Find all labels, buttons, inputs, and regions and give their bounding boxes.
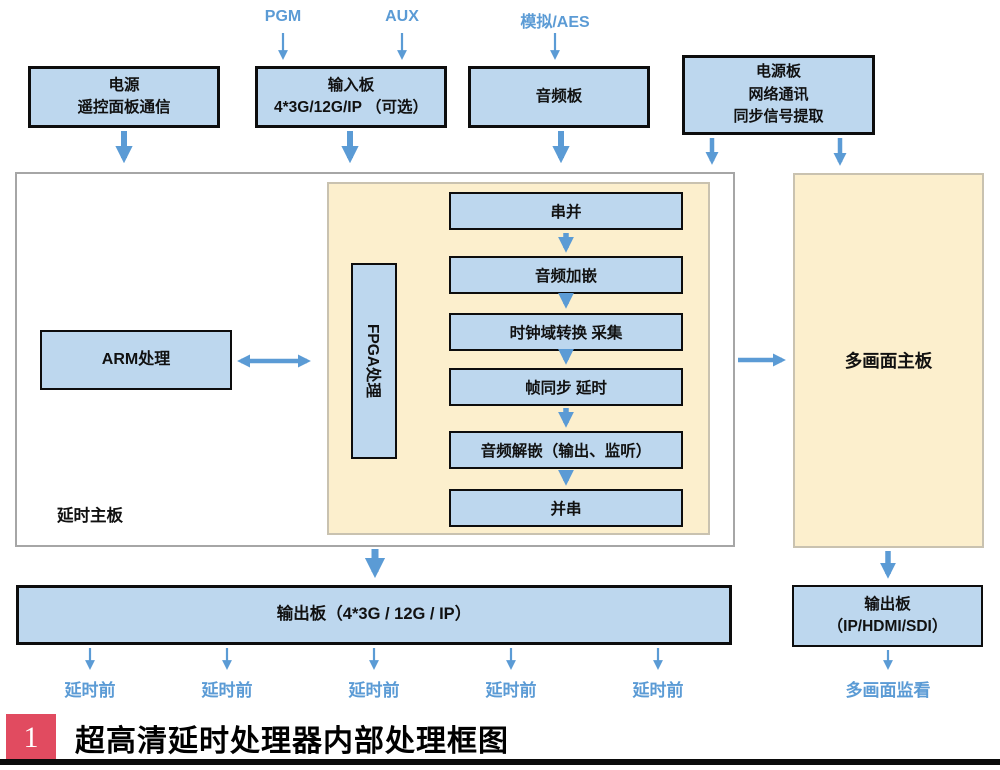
pre-delay-label-5: 延时前 bbox=[632, 681, 684, 700]
chain-frame-sync-delay-box: 帧同步 延时 bbox=[449, 368, 683, 406]
power-network-board-box: 电源板 网络通讯 同步信号提取 bbox=[682, 55, 875, 135]
pre-delay-label-2: 延时前 bbox=[201, 681, 253, 700]
analog-aes-input-label: 模拟/AES bbox=[520, 14, 590, 31]
chain-audio-deembed-box: 音频解嵌（输出、监听） bbox=[449, 431, 683, 469]
chain-parallel-to-serial-box: 并串 bbox=[449, 489, 683, 527]
multiview-mainboard-box: 多画面主板 bbox=[793, 173, 984, 548]
multiview-output-line2: （IP/HDMI/SDI） bbox=[827, 618, 948, 635]
delay-mainboard-label: 延时主板 bbox=[57, 507, 123, 525]
multiview-mainboard-label: 多画面主板 bbox=[844, 351, 933, 371]
power-network-line2: 网络通讯 bbox=[748, 85, 809, 103]
output-board-box: 输出板（4*3G / 12G / IP） bbox=[16, 585, 732, 645]
figure-caption-text: 超高清延时处理器内部处理框图 bbox=[75, 725, 509, 758]
audio-board-label: 音频板 bbox=[535, 88, 583, 105]
chain-step-label: 音频解嵌（输出、监听） bbox=[480, 443, 652, 460]
audio-board-box: 音频板 bbox=[468, 66, 650, 128]
figure-caption: 超高清延时处理器内部处理框图 bbox=[75, 714, 509, 762]
multiview-monitor-label: 多画面监看 bbox=[845, 681, 931, 700]
chain-step-label: 帧同步 延时 bbox=[525, 380, 607, 397]
multiview-output-line1: 输出板 bbox=[864, 596, 911, 613]
chain-step-label: 串并 bbox=[550, 204, 582, 221]
input-board-box: 输入板 4*3G/12G/IP （可选） bbox=[255, 66, 447, 128]
arm-processing-label: ARM处理 bbox=[101, 350, 171, 368]
pre-delay-label-3: 延时前 bbox=[348, 681, 400, 700]
output-board-label: 输出板（4*3G / 12G / IP） bbox=[276, 605, 472, 624]
fpga-label: FPGA处理 bbox=[364, 323, 381, 399]
pre-delay-label-1: 延时前 bbox=[64, 681, 116, 700]
power-network-line1: 电源板 bbox=[755, 63, 801, 81]
power-remote-line1: 电源 bbox=[108, 77, 140, 94]
fpga-box: FPGA处理 bbox=[351, 263, 397, 459]
power-network-line3: 同步信号提取 bbox=[733, 108, 824, 126]
input-board-line1: 输入板 bbox=[327, 77, 375, 94]
multiview-output-board-box: 输出板 （IP/HDMI/SDI） bbox=[792, 585, 983, 647]
pre-delay-label-4: 延时前 bbox=[485, 681, 537, 700]
pgm-input-label: PGM bbox=[264, 8, 302, 25]
power-remote-line2: 遥控面板通信 bbox=[77, 99, 171, 116]
arm-processing-box: ARM处理 bbox=[40, 330, 232, 390]
aux-input-label: AUX bbox=[385, 8, 419, 25]
bottom-divider bbox=[0, 759, 1000, 765]
figure-number-badge: 1 bbox=[6, 714, 56, 762]
chain-serial-to-parallel-box: 串并 bbox=[449, 192, 683, 230]
chain-step-label: 音频加嵌 bbox=[534, 268, 597, 285]
chain-clock-domain-box: 时钟域转换 采集 bbox=[449, 313, 683, 351]
chain-step-label: 并串 bbox=[550, 501, 582, 518]
chain-audio-embed-box: 音频加嵌 bbox=[449, 256, 683, 294]
input-board-line2: 4*3G/12G/IP （可选） bbox=[274, 99, 428, 116]
power-remote-board-box: 电源 遥控面板通信 bbox=[28, 66, 220, 128]
chain-step-label: 时钟域转换 采集 bbox=[509, 325, 623, 342]
figure-number: 1 bbox=[23, 721, 39, 754]
